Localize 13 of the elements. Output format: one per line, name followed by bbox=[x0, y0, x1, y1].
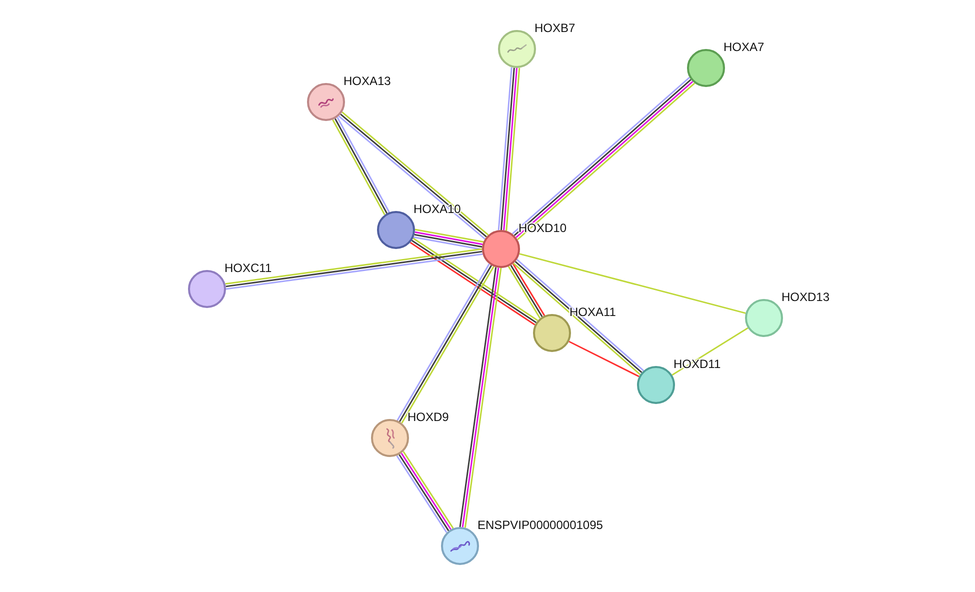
interaction-line bbox=[414, 231, 483, 246]
interaction-line bbox=[519, 253, 746, 314]
interaction-line bbox=[413, 236, 482, 250]
node-label: HOXC11 bbox=[224, 260, 272, 274]
interaction-line bbox=[414, 228, 484, 243]
interaction-line bbox=[568, 340, 640, 378]
node-label: HOXB7 bbox=[534, 20, 576, 34]
node-label: HOXD9 bbox=[408, 410, 449, 424]
node-label: HOXA7 bbox=[724, 40, 764, 54]
node-label: HOXA13 bbox=[344, 74, 391, 88]
interaction-line bbox=[414, 234, 482, 248]
node-label: ENSPVIP00000001095 bbox=[478, 518, 603, 532]
node-label: HOXD13 bbox=[782, 290, 830, 304]
